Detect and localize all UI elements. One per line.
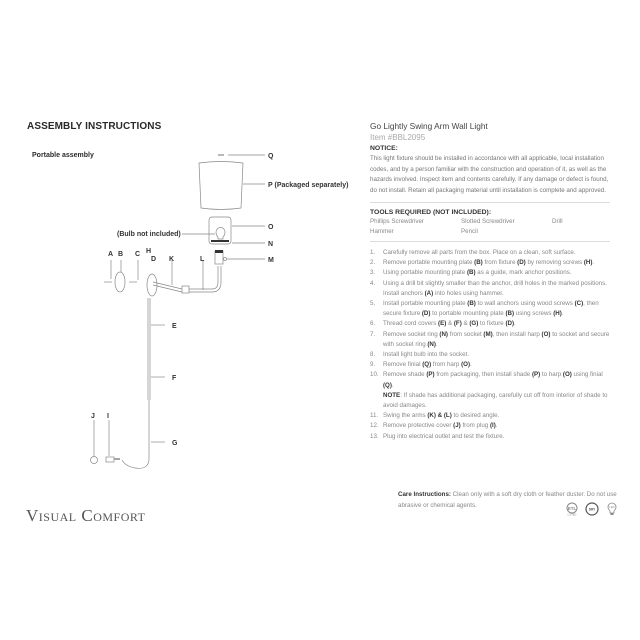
item-number: Item #BBL2095 bbox=[370, 133, 426, 142]
tools-list: Phillips Screwdriver Slotted Screwdriver… bbox=[370, 218, 610, 235]
step-item: 8. Install light bulb into the socket. bbox=[370, 350, 610, 360]
step-number: 11. bbox=[370, 412, 379, 420]
tool-item bbox=[552, 228, 602, 235]
step-item: 7. Remove socket ring (N) from socket (M)… bbox=[370, 330, 610, 350]
step-item: 10. Remove shade (P) from packaging, then… bbox=[370, 370, 610, 411]
step-text: Carefully remove all parts from the box.… bbox=[383, 249, 576, 256]
step-text: Swing the arms (K) & (L) to desired angl… bbox=[383, 412, 500, 420]
step-number: 6. bbox=[370, 320, 376, 328]
steps-list: 1. Carefully remove all parts from the bo… bbox=[370, 248, 610, 442]
care-text: Clean only with a soft dry cloth or feat… bbox=[398, 491, 617, 509]
svg-text:A: A bbox=[108, 251, 113, 258]
step-text: Remove finial (Q) from harp (O). bbox=[383, 361, 472, 369]
svg-text:F: F bbox=[172, 375, 177, 382]
step-text: Install portable mounting plate (B) to w… bbox=[383, 300, 599, 318]
svg-text:Q: Q bbox=[268, 153, 274, 160]
step-number: 4. bbox=[370, 279, 376, 287]
step-item: 5. Install portable mounting plate (B) to… bbox=[370, 299, 610, 319]
step-number: 9. bbox=[370, 361, 376, 369]
tool-item: Hammer bbox=[370, 228, 394, 235]
step-text: Thread cord covers (E) & (F) & (G) to fi… bbox=[383, 320, 516, 328]
product-title: Go Lightly Swing Arm Wall Light bbox=[370, 121, 488, 131]
step-text: Remove shade (P) from packaging, then in… bbox=[383, 371, 608, 410]
led-bulb-icon: LED bbox=[607, 502, 617, 515]
svg-text:C: C bbox=[135, 251, 140, 258]
step-number: 7. bbox=[370, 330, 376, 338]
step-item: 3. Using portable mounting plate (B) as a… bbox=[370, 268, 610, 278]
svg-text:M: M bbox=[268, 257, 274, 264]
brand-logo: Visual Comfort bbox=[26, 506, 146, 525]
svg-text:K: K bbox=[169, 256, 174, 263]
svg-text:N: N bbox=[268, 241, 273, 248]
step-item: 11. Swing the arms (K) & (L) to desired a… bbox=[370, 411, 610, 421]
step-number: 12. bbox=[370, 422, 379, 430]
notice-heading: NOTICE: bbox=[370, 145, 398, 152]
step-item: 4. Using a drill bit slightly smaller tha… bbox=[370, 279, 610, 299]
certification-icons: ETL LISTED DRY LED bbox=[565, 502, 619, 516]
step-number: 2. bbox=[370, 259, 376, 267]
svg-text:H: H bbox=[146, 248, 151, 255]
divider bbox=[370, 202, 610, 203]
step-item: 13. Plug into electrical outlet and test … bbox=[370, 432, 610, 442]
svg-text:L: L bbox=[200, 256, 205, 263]
step-text: Remove socket ring (N) from socket (M), … bbox=[383, 330, 610, 348]
section-subtitle: Portable assembly bbox=[32, 152, 94, 159]
step-item: 1. Carefully remove all parts from the bo… bbox=[370, 248, 610, 258]
step-text: Using portable mounting plate (B) as a g… bbox=[383, 269, 572, 277]
tool-item: Drill bbox=[552, 218, 563, 225]
svg-text:ETL: ETL bbox=[568, 506, 577, 511]
dry-rated-icon: DRY bbox=[585, 502, 599, 516]
step-number: 3. bbox=[370, 269, 376, 277]
tool-item: Phillips Screwdriver bbox=[370, 218, 424, 225]
notice-text: This light fixture should be installed i… bbox=[370, 155, 609, 194]
svg-text:(Bulb not included): (Bulb not included) bbox=[117, 231, 181, 238]
svg-text:DRY: DRY bbox=[589, 507, 596, 511]
svg-text:O: O bbox=[268, 224, 274, 231]
svg-text:E: E bbox=[172, 323, 177, 330]
step-text: Remove portable mounting plate (B) from … bbox=[383, 259, 595, 267]
care-instructions: Care Instructions: Clean only with a sof… bbox=[398, 490, 623, 511]
instructions-panel: Go Lightly Swing Arm Wall Light Item #BB… bbox=[370, 121, 610, 442]
svg-text:J: J bbox=[91, 413, 95, 420]
step-item: 9. Remove finial (Q) from harp (O). bbox=[370, 360, 610, 370]
svg-text:LISTED: LISTED bbox=[568, 514, 577, 517]
step-number: 13. bbox=[370, 432, 379, 440]
svg-text:B: B bbox=[118, 251, 123, 258]
svg-text:I: I bbox=[107, 413, 109, 420]
step-item: 12. Remove protective cover (J) from plug… bbox=[370, 421, 610, 431]
tool-item: Pencil bbox=[461, 228, 478, 235]
step-text: Plug into electrical outlet and test the… bbox=[383, 432, 505, 440]
page-title: ASSEMBLY INSTRUCTIONS bbox=[27, 121, 162, 132]
step-number: 1. bbox=[370, 249, 376, 256]
step-number: 8. bbox=[370, 351, 376, 359]
tool-item: Slotted Screwdriver bbox=[461, 218, 515, 225]
assembly-diagram: Q P (Packaged separately) O (Bulb not in… bbox=[60, 140, 360, 480]
step-number: 5. bbox=[370, 300, 376, 308]
svg-text:G: G bbox=[172, 440, 178, 447]
step-text: Remove protective cover (J) from plug (I… bbox=[383, 422, 498, 430]
step-item: 2. Remove portable mounting plate (B) fro… bbox=[370, 258, 610, 268]
step-number: 10. bbox=[370, 371, 379, 379]
divider bbox=[370, 241, 610, 242]
step-text: Install light bulb into the socket. bbox=[383, 351, 469, 359]
svg-text:LED: LED bbox=[609, 505, 614, 509]
care-label: Care Instructions: bbox=[398, 491, 451, 498]
tools-heading: TOOLS REQUIRED (NOT INCLUDED): bbox=[370, 209, 492, 216]
svg-text:P (Packaged separately): P (Packaged separately) bbox=[268, 182, 348, 189]
step-text: Using a drill bit slightly smaller than … bbox=[383, 279, 607, 297]
step-item: 6. Thread cord covers (E) & (F) & (G) to … bbox=[370, 319, 610, 329]
etl-listed-icon: ETL LISTED bbox=[566, 502, 578, 517]
svg-text:D: D bbox=[151, 256, 156, 263]
